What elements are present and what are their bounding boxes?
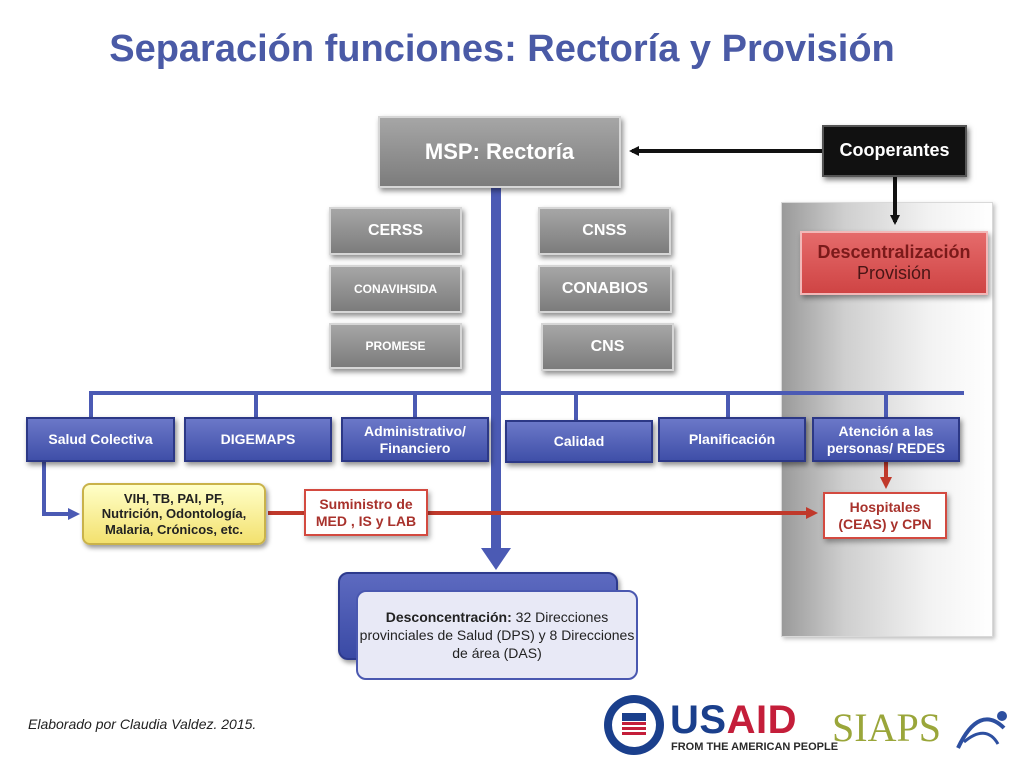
usaid-aid: AID	[726, 698, 797, 742]
dept-atencion-redes: Atención a las personas/ REDES	[812, 417, 960, 462]
dept-label: Salud Colectiva	[48, 431, 153, 448]
usaid-logo-text: USAID	[670, 700, 797, 740]
council-label: PROMESE	[365, 338, 426, 353]
dept-salud-colectiva: Salud Colectiva	[26, 417, 175, 462]
dept-administrativo: Administrativo/ Financiero	[341, 417, 489, 462]
council-label: CERSS	[367, 222, 424, 240]
council-label: CNS	[590, 338, 625, 356]
programs-label: VIH, TB, PAI, PF, Nutrición, Odontología…	[101, 490, 247, 537]
suministro-label: Suministro de MED , IS y LAB	[315, 495, 417, 529]
dept-planificacion: Planificación	[658, 417, 806, 462]
siaps-logo-text: SIAPS	[832, 705, 941, 750]
programs-box: VIH, TB, PAI, PF, Nutrición, Odontología…	[82, 483, 266, 545]
council-conavihsida: CONAVIHSIDA	[329, 265, 462, 313]
desconcentracion-box: Desconcentración: 32 Direcciones provinc…	[356, 590, 638, 680]
council-label: CONABIOS	[561, 280, 649, 298]
cooperantes-label: Cooperantes	[839, 140, 950, 161]
dept-digemaps: DIGEMAPS	[184, 417, 332, 462]
hospitales-label: Hospitales (CEAS) y CPN	[838, 498, 932, 532]
dept-label: Calidad	[553, 433, 605, 450]
provision-label: Provisión	[856, 263, 932, 283]
hospitales-box: Hospitales (CEAS) y CPN	[823, 492, 947, 539]
slide-title: Separación funciones: Rectoría y Provisi…	[109, 28, 895, 70]
suministro-box: Suministro de MED , IS y LAB	[304, 489, 428, 536]
council-cerss: CERSS	[329, 207, 462, 255]
desconcentracion-text: Desconcentración: 32 Direcciones provinc…	[358, 608, 636, 663]
council-conabios: CONABIOS	[538, 265, 672, 313]
desconcentracion-body: 32 Direcciones provinciales de Salud (DP…	[359, 608, 635, 662]
cooperantes-box: Cooperantes	[822, 125, 967, 177]
dept-label: DIGEMAPS	[220, 431, 296, 448]
council-cns: CNS	[541, 323, 674, 371]
dept-label: Planificación	[688, 431, 776, 448]
usaid-tagline: FROM THE AMERICAN PEOPLE	[671, 741, 839, 753]
msp-rectoria-box: MSP: Rectoría	[378, 116, 621, 188]
trunk-arrowhead	[481, 548, 511, 570]
usaid-seal	[604, 695, 664, 755]
council-promese: PROMESE	[329, 323, 462, 369]
dept-label: Atención a las personas/ REDES	[826, 422, 946, 456]
usaid-us: US	[670, 698, 727, 742]
dept-calidad: Calidad	[505, 420, 653, 463]
msp-label: MSP: Rectoría	[424, 138, 575, 164]
desconcentracion-heading: Desconcentración:	[385, 608, 512, 625]
council-cnss: CNSS	[538, 207, 671, 255]
dept-label: Administrativo/ Financiero	[364, 422, 466, 456]
descentralizacion-label: Descentralización	[817, 242, 971, 262]
author-credit: Elaborado por Claudia Valdez. 2015.	[28, 716, 257, 732]
siaps-figure	[956, 711, 1007, 749]
council-label: CNSS	[582, 222, 627, 240]
descentralizacion-box: Descentralización Provisión	[800, 231, 988, 295]
salud-programs-arrow	[42, 462, 80, 520]
council-label: CONAVIHSIDA	[353, 281, 438, 296]
